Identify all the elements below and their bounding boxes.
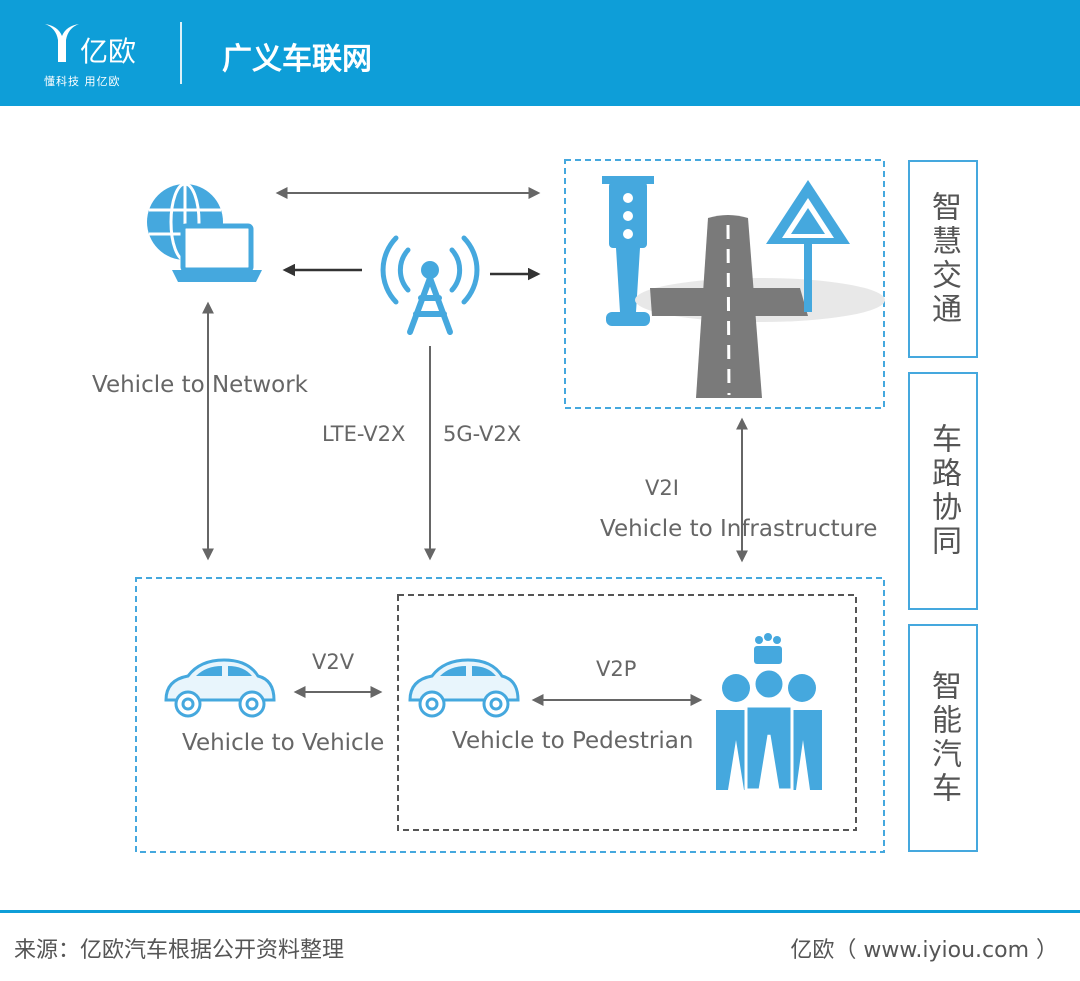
traffic-light-icon [602,176,654,326]
5g-v2x-label: 5G-V2X [443,422,522,446]
cell-tower-icon [380,235,480,335]
category-vehicle-road: 车路协同 [908,372,978,610]
page-title: 广义车联网 [222,42,372,77]
pedestrian-box [397,594,857,831]
v2v-short-label: V2V [312,650,355,674]
logo-mark-icon [45,24,79,62]
category-smart-car: 智能汽车 [908,624,978,852]
network-globe-icon [147,182,262,282]
footer-divider [0,910,1080,913]
warning-sign-icon [766,180,850,312]
header-divider [180,22,182,84]
v2p-label: Vehicle to Pedestrian [452,728,694,754]
v2v-label: Vehicle to Vehicle [182,730,385,756]
car-icon-1 [164,658,276,718]
category-vehicle-road-label: 车路协同 [926,423,961,559]
vehicle-box [135,577,885,853]
v2p-short-label: V2P [596,657,637,681]
pedestrians-icon [716,633,822,792]
road-crossing-icon [635,215,885,398]
category-smart-car-label: 智能汽车 [926,670,961,806]
site-credit: 亿欧（ www.iyiou.com ） [790,938,1058,963]
infrastructure-box [564,159,885,409]
v2i-label: Vehicle to Infrastructure [600,516,878,542]
category-smart-traffic-label: 智慧交通 [926,191,961,327]
lte-v2x-label: LTE-V2X [322,422,406,446]
logo-text: 亿欧 [80,35,137,68]
car-icon-2 [408,658,520,718]
logo-slogan: 懂科技 用亿欧 [44,75,121,88]
source-note: 来源：亿欧汽车根据公开资料整理 [14,938,345,963]
category-smart-traffic: 智慧交通 [908,160,978,358]
brand-logo[interactable]: 亿欧 懂科技 用亿欧 [42,18,152,88]
header-bar: 亿欧 懂科技 用亿欧 广义车联网 [0,0,1080,106]
v2i-short-label: V2I [645,476,679,500]
v2n-label: Vehicle to Network [92,372,308,398]
